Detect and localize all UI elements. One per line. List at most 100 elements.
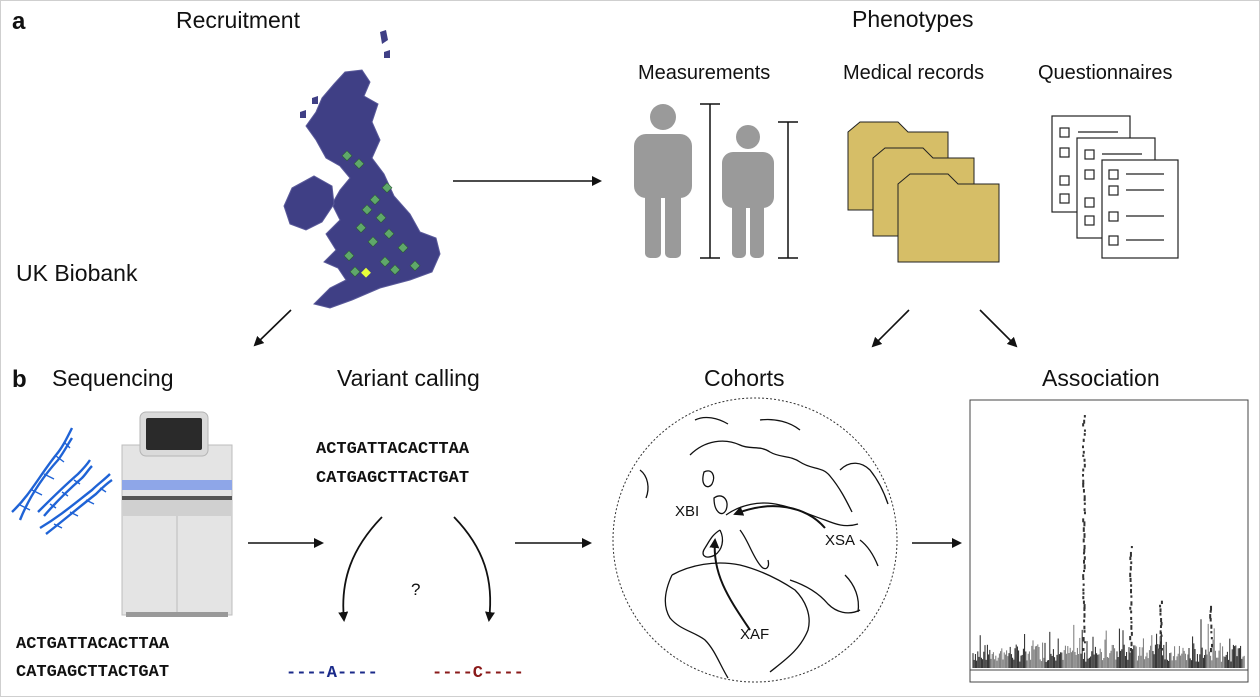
measurements-label: Measurements — [638, 62, 771, 84]
manhattan-peak-point — [1082, 445, 1085, 449]
dna-icon — [11, 427, 74, 521]
manhattan-peak-point — [1129, 572, 1132, 578]
manhattan-peak-point — [1082, 583, 1085, 586]
read-sequence-line-2: CATGAGCTTACTGAT — [16, 663, 170, 682]
association-title: Association — [1042, 365, 1160, 391]
manhattan-peak-point — [1082, 474, 1085, 477]
manhattan-peak-point — [1083, 556, 1086, 560]
manhattan-peak-point — [1129, 577, 1132, 583]
manhattan-peak-point — [1130, 595, 1133, 598]
manhattan-peak-point — [1082, 438, 1085, 442]
manhattan-peak-point — [1160, 600, 1163, 605]
manhattan-peak-point — [1160, 648, 1163, 651]
manhattan-peak-point — [1082, 552, 1085, 555]
recruitment-title: Recruitment — [176, 7, 300, 33]
manhattan-peak-point — [1209, 617, 1212, 622]
manhattan-peak-point — [1082, 479, 1085, 485]
manhattan-peak-point — [1160, 618, 1163, 623]
measurement-people — [634, 104, 774, 258]
manhattan-peak-point — [1130, 631, 1133, 636]
manhattan-peak-point — [1130, 610, 1133, 614]
hot-marker — [361, 267, 371, 278]
manhattan-peak-point — [1083, 508, 1086, 512]
manhattan-peak-point — [1082, 600, 1085, 604]
manhattan-peak-point — [1130, 584, 1133, 587]
manhattan-peak-point — [1083, 613, 1086, 618]
arrow-records-to-cohorts — [871, 309, 910, 348]
migration-arrow-xaf — [709, 538, 751, 631]
manhattan-peak-point — [1083, 625, 1086, 630]
manhattan-peak-point — [1083, 548, 1086, 553]
manhattan-peak-point — [1083, 559, 1086, 564]
manhattan-peak-point — [1160, 621, 1163, 626]
manhattan-peak-point — [1159, 612, 1162, 616]
manhattan-peak-point — [1082, 454, 1085, 457]
manhattan-peak-point — [1130, 588, 1133, 594]
manhattan-peak-point — [1082, 588, 1085, 592]
variant-a-allele: ----A---- — [286, 664, 378, 683]
question-mark: ? — [411, 580, 421, 599]
manhattan-peak-point — [1082, 577, 1085, 581]
manhattan-peak-point — [1083, 433, 1086, 436]
manhattan-peak-point — [1083, 415, 1086, 418]
manhattan-peak-point — [1083, 463, 1086, 468]
manhattan-peak-point — [1083, 419, 1086, 424]
manhattan-plot — [970, 415, 1248, 671]
panel-a-label: a — [12, 8, 26, 35]
uk-map — [283, 30, 441, 309]
manhattan-peak-point — [1083, 544, 1086, 550]
cohort-xbi-label: XBI — [675, 503, 700, 520]
ireland-shape — [283, 175, 335, 231]
manhattan-peak-point — [1210, 605, 1213, 611]
variant-calling-title: Variant calling — [337, 365, 480, 391]
manhattan-peak-point — [1082, 518, 1085, 523]
manhattan-peak-point — [1082, 423, 1085, 427]
manhattan-peak-point — [1130, 546, 1133, 549]
height-rulers — [700, 103, 798, 259]
manhattan-peak-point — [1083, 569, 1086, 573]
sequencer-light-strip — [122, 480, 232, 490]
manhattan-peak-point — [1082, 648, 1085, 651]
arrow-call-right — [453, 516, 495, 622]
manhattan-peak-point — [1083, 498, 1086, 502]
variant-c-allele: ----C---- — [432, 664, 524, 683]
manhattan-peak-point — [1159, 644, 1162, 649]
dna-helices — [11, 427, 113, 535]
manhattan-peak-point — [1129, 636, 1132, 641]
manhattan-peak-point — [1082, 489, 1085, 493]
manhattan-peak-point — [1210, 636, 1213, 640]
manhattan-peak-point — [1083, 607, 1086, 612]
manhattan-peak-point — [1129, 606, 1132, 610]
medical-record-folders — [847, 121, 1000, 263]
manhattan-peak-point — [1129, 551, 1132, 557]
manhattan-peak-point — [1083, 521, 1086, 527]
cohort-xaf-label: XAF — [740, 626, 770, 643]
manhattan-peak-point — [1082, 574, 1085, 578]
medical-records-label: Medical records — [843, 62, 985, 84]
folder-icon — [897, 173, 1000, 263]
questionnaire-sheets — [1051, 115, 1179, 259]
manhattan-peak-point — [1083, 641, 1086, 644]
manhattan-peak-point — [1159, 641, 1162, 645]
globe — [612, 397, 898, 683]
manhattan-peak-point — [1083, 604, 1086, 610]
manhattan-peak-point — [1083, 511, 1086, 515]
manhattan-peak-point — [1130, 621, 1133, 624]
manhattan-peak-point — [1130, 641, 1133, 647]
person-tall-icon — [634, 104, 692, 258]
manhattan-peak-point — [1082, 538, 1085, 543]
manhattan-peak-point — [1209, 610, 1212, 613]
manhattan-peak-point — [1083, 619, 1086, 623]
call-sequence-line-2: CATGAGCTTACTGAT — [316, 469, 470, 488]
manhattan-peak-point — [1130, 616, 1133, 620]
manhattan-peak-point — [1160, 634, 1163, 637]
sequencer-screen — [146, 418, 202, 450]
cohort-xsa-label: XSA — [825, 532, 856, 549]
questionnaires-label: Questionnaires — [1038, 62, 1173, 84]
call-sequence-line-1: ACTGATTACACTTAA — [316, 440, 470, 459]
manhattan-peak-point — [1083, 533, 1086, 538]
manhattan-peak-point — [1210, 624, 1213, 629]
manhattan-plot-frame — [969, 399, 1249, 683]
